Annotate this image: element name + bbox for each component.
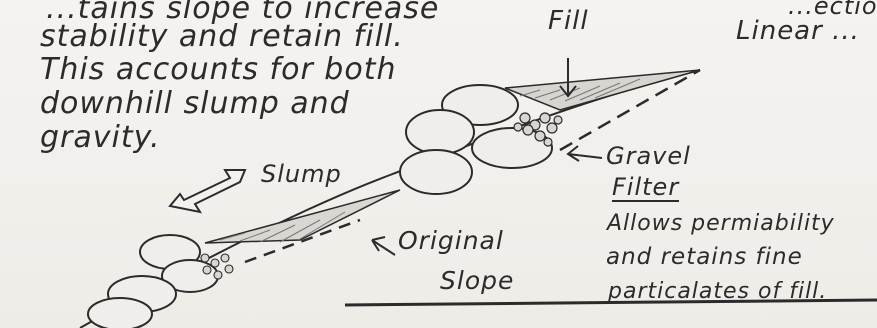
lower-fill-wedge	[205, 190, 400, 243]
original-slope-label-line1: Original	[398, 228, 504, 253]
gravel-label: Gravel	[606, 144, 691, 168]
slump-label: Slump	[261, 162, 342, 186]
filter-label: Filter	[612, 175, 679, 202]
top-left-note-line1: stability and retain fill.	[40, 22, 404, 52]
top-left-note-line2: This accounts for both	[40, 55, 396, 85]
fill-arrow-icon	[560, 58, 576, 96]
top-left-note-line4: gravity.	[40, 123, 161, 153]
fill-label: Fill	[548, 8, 589, 34]
lower-rock-wall	[88, 235, 218, 328]
original-slope-arrow-icon	[372, 237, 395, 255]
slump-arrow-icon	[170, 170, 245, 212]
filter-description-line3: particalates of fill.	[608, 281, 827, 303]
original-slope-label-line2: Slope	[440, 268, 514, 293]
top-left-note-line3: downhill slump and	[40, 89, 350, 119]
filter-description-line2: and retains fine	[606, 246, 803, 269]
top-right-fragment-line1: Linear ...	[736, 18, 860, 44]
upper-rock-wall	[400, 85, 552, 194]
gravel-arrow-icon	[568, 146, 602, 161]
filter-description-line1: Allows permiability	[607, 213, 835, 235]
